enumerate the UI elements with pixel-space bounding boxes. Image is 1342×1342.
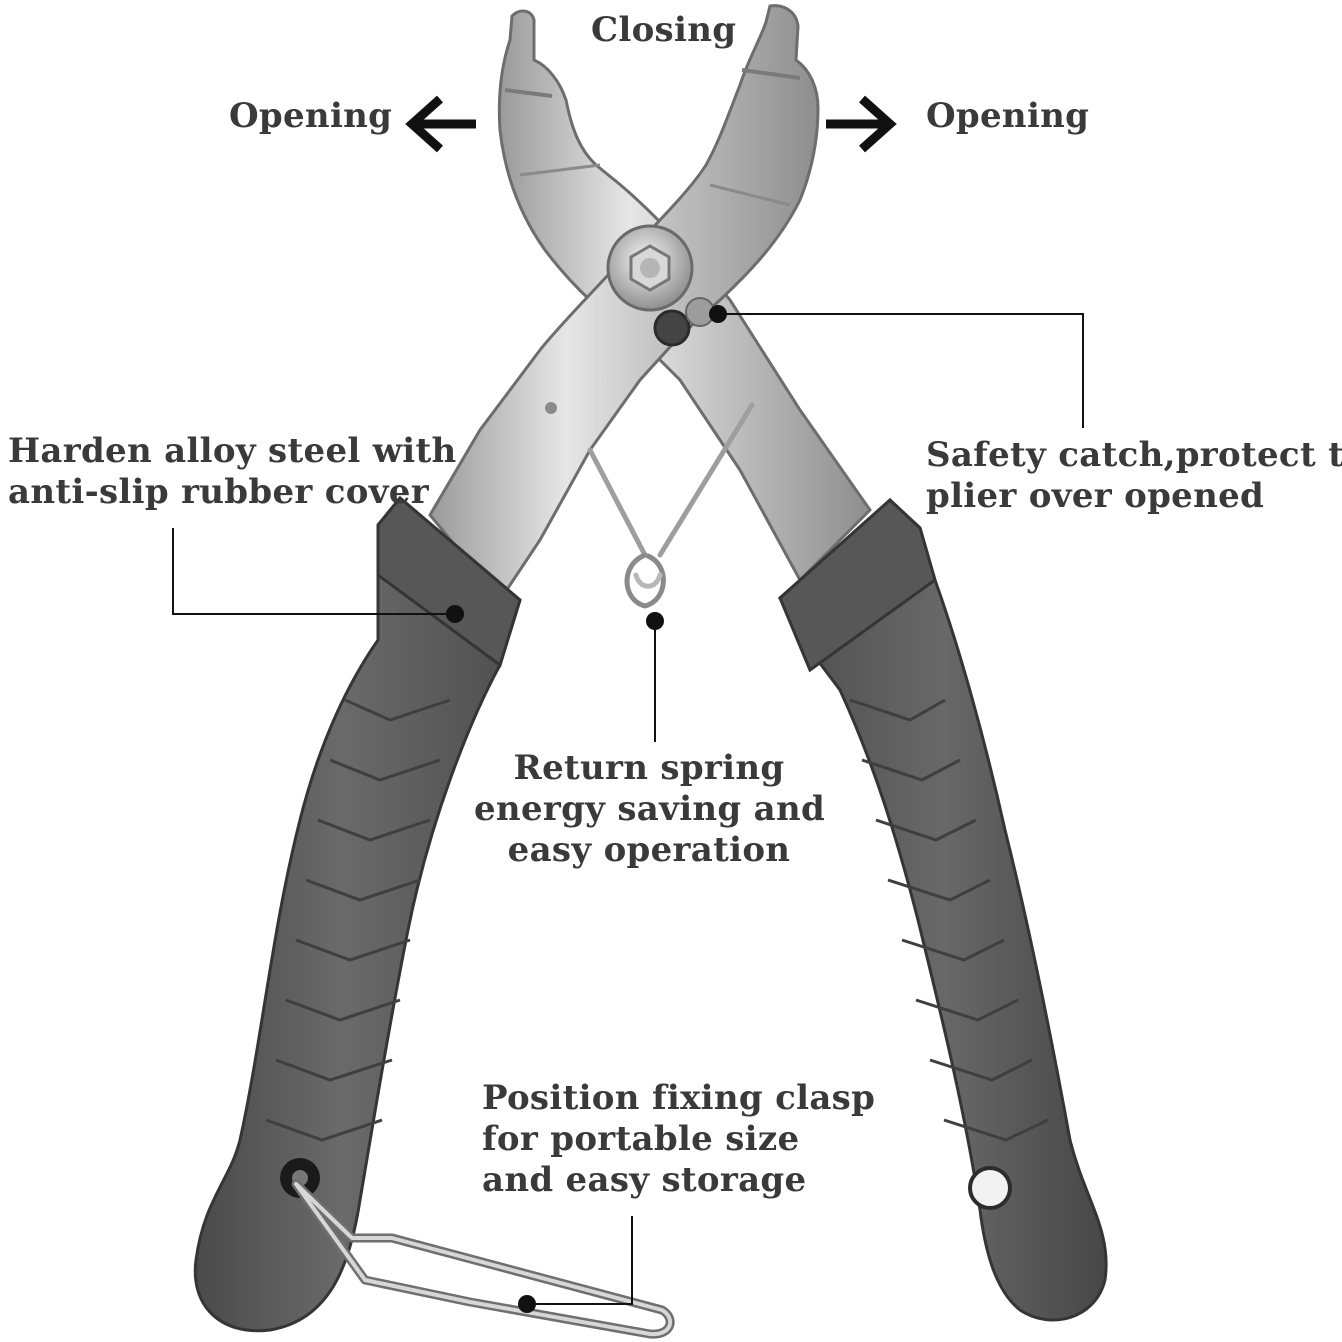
return-spring [587, 402, 755, 609]
safety-catch-pin [653, 309, 691, 347]
left-handle [193, 495, 522, 1333]
label-clasp-line-3: and easy storage [482, 1160, 807, 1200]
label-harden-line-1: Harden alloy steel with [8, 431, 457, 471]
dot-safety [709, 305, 727, 323]
label-opening-left: Opening [229, 96, 393, 136]
label-spring-line-1: Return spring [513, 748, 785, 788]
label-harden: Harden alloy steel with anti-slip rubber… [8, 431, 457, 513]
handle-hole [968, 1166, 1012, 1210]
leader-dots [446, 305, 727, 1313]
label-spring-line-2: energy saving and [474, 789, 826, 829]
leader-lines [172, 313, 1084, 1305]
label-safety-line-2: plier over opened [926, 476, 1265, 516]
label-clasp: Position fixing clasp for portable size … [482, 1078, 875, 1201]
label-harden-line-2: anti-slip rubber cover [8, 472, 429, 512]
label-opening-right: Opening [926, 96, 1090, 136]
label-closing: Closing [591, 10, 737, 50]
dot-spring [646, 612, 664, 630]
fixing-clasp [291, 1179, 675, 1339]
label-safety-line-1: Safety catch,protect the [926, 435, 1342, 475]
label-safety: Safety catch,protect the plier over open… [926, 435, 1342, 517]
arrow-right-icon [826, 95, 897, 153]
label-clasp-line-2: for portable size [482, 1119, 800, 1159]
steel-body [428, 4, 872, 603]
right-handle [778, 497, 1108, 1322]
arrow-left-icon [405, 95, 476, 153]
dot-harden [446, 605, 464, 623]
label-spring: Return spring energy saving and easy ope… [474, 748, 826, 871]
leader-harden [172, 528, 455, 615]
leader-clasp [530, 1216, 633, 1305]
label-spring-line-3: easy operation [507, 830, 791, 870]
label-clasp-line-1: Position fixing clasp [482, 1078, 876, 1118]
leader-safety [718, 313, 1084, 428]
dot-clasp [518, 1295, 536, 1313]
